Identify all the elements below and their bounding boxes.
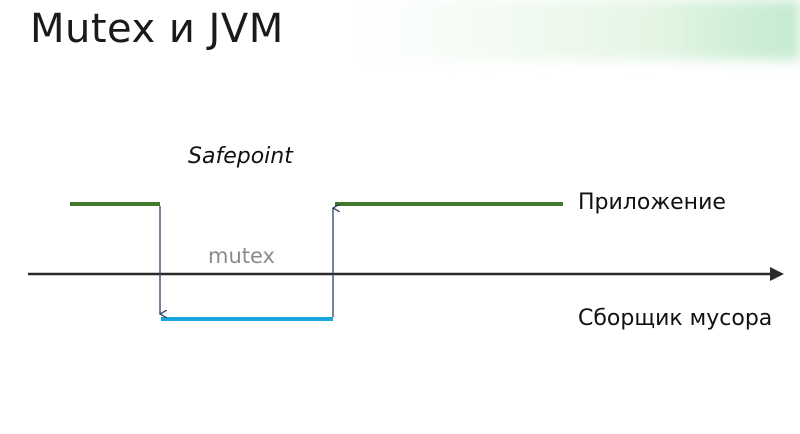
- gc-label: Сборщик мусора: [578, 306, 773, 331]
- slide-title: Mutex и JVM: [30, 6, 284, 52]
- timeline-arrowhead: [770, 267, 784, 281]
- header-gradient: [0, 0, 800, 60]
- safepoint-label: Safepoint: [188, 144, 293, 169]
- application-label: Приложение: [578, 190, 726, 215]
- mutex-label: mutex: [208, 244, 275, 268]
